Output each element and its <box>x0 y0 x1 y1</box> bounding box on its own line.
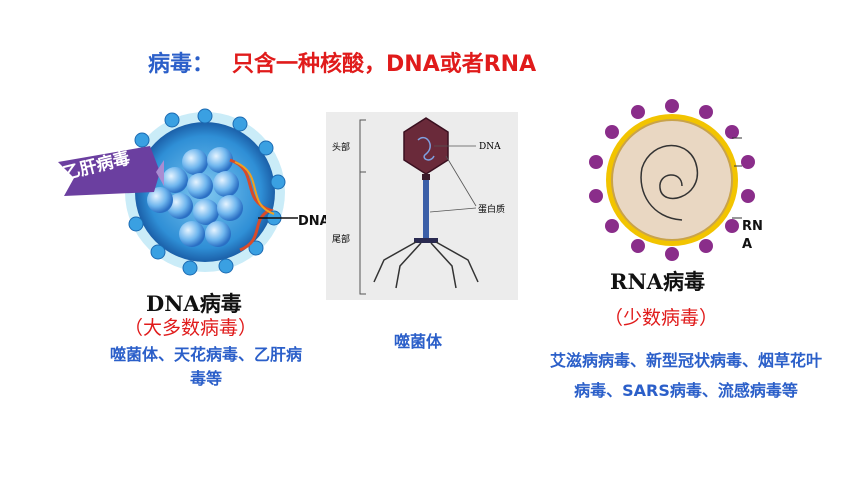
phage-tail-fibers <box>373 241 479 289</box>
dna-virus-examples: 噬菌体、天花病毒、乙肝病毒等 <box>109 345 302 388</box>
phage-diagram: 头部 尾部 DNA 蛋白质 <box>326 112 518 300</box>
hbv-capsid <box>147 147 243 247</box>
rna-pointer-label: RNA <box>742 219 763 252</box>
headline-value: 只含一种核酸，DNA或者RNA <box>232 52 537 77</box>
rna-virus-note: （少数病毒） <box>604 307 719 329</box>
phage-label-protein: 蛋白质 <box>478 203 505 215</box>
phage-label-dna: DNA <box>479 142 501 152</box>
rna-virus-examples: 艾滋病病毒、新型冠状病毒、烟草花叶病毒、SARS病毒、流感病毒等 <box>549 351 822 400</box>
dna-virus-note: （大多数病毒） <box>124 317 258 339</box>
dna-virus-title: DNA病毒 <box>146 291 242 316</box>
hbv-dna-strand <box>229 158 274 252</box>
rna-virus-title: RNA病毒 <box>610 269 705 294</box>
rna-virus-spikes <box>589 99 755 261</box>
hbv-badge-banner <box>58 146 164 196</box>
rna-strand <box>640 144 698 221</box>
slide-headline: 病毒： 只含一种核酸，DNA或者RNA <box>148 46 536 78</box>
phage-label-tail: 尾部 <box>332 233 350 245</box>
hbv-dna-label: DNA <box>298 214 330 229</box>
rna-virus-illustration <box>589 99 755 261</box>
rna-virus-core <box>611 119 733 241</box>
phage-caption: 噬菌体 <box>394 332 443 351</box>
phage-label-head: 头部 <box>332 141 350 153</box>
hbv-illustration <box>125 108 298 276</box>
phage-tail <box>423 180 429 240</box>
headline-key: 病毒： <box>148 52 215 77</box>
